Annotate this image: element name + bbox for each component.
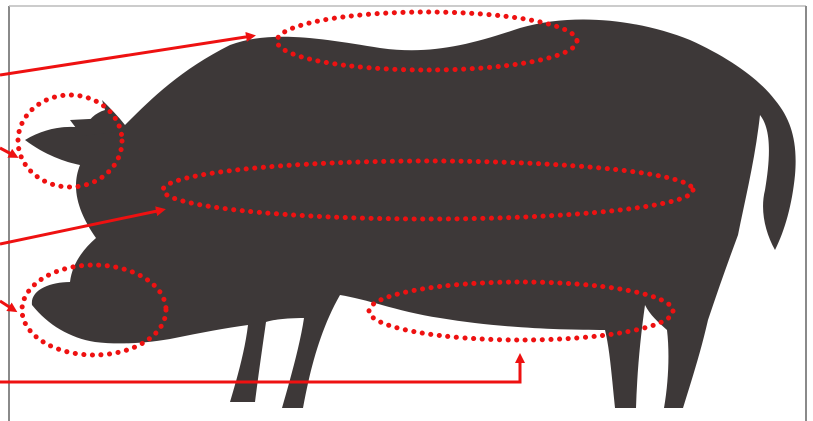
ear-pointer-arrow — [0, 148, 15, 156]
snout-pointer-arrow — [0, 301, 14, 310]
